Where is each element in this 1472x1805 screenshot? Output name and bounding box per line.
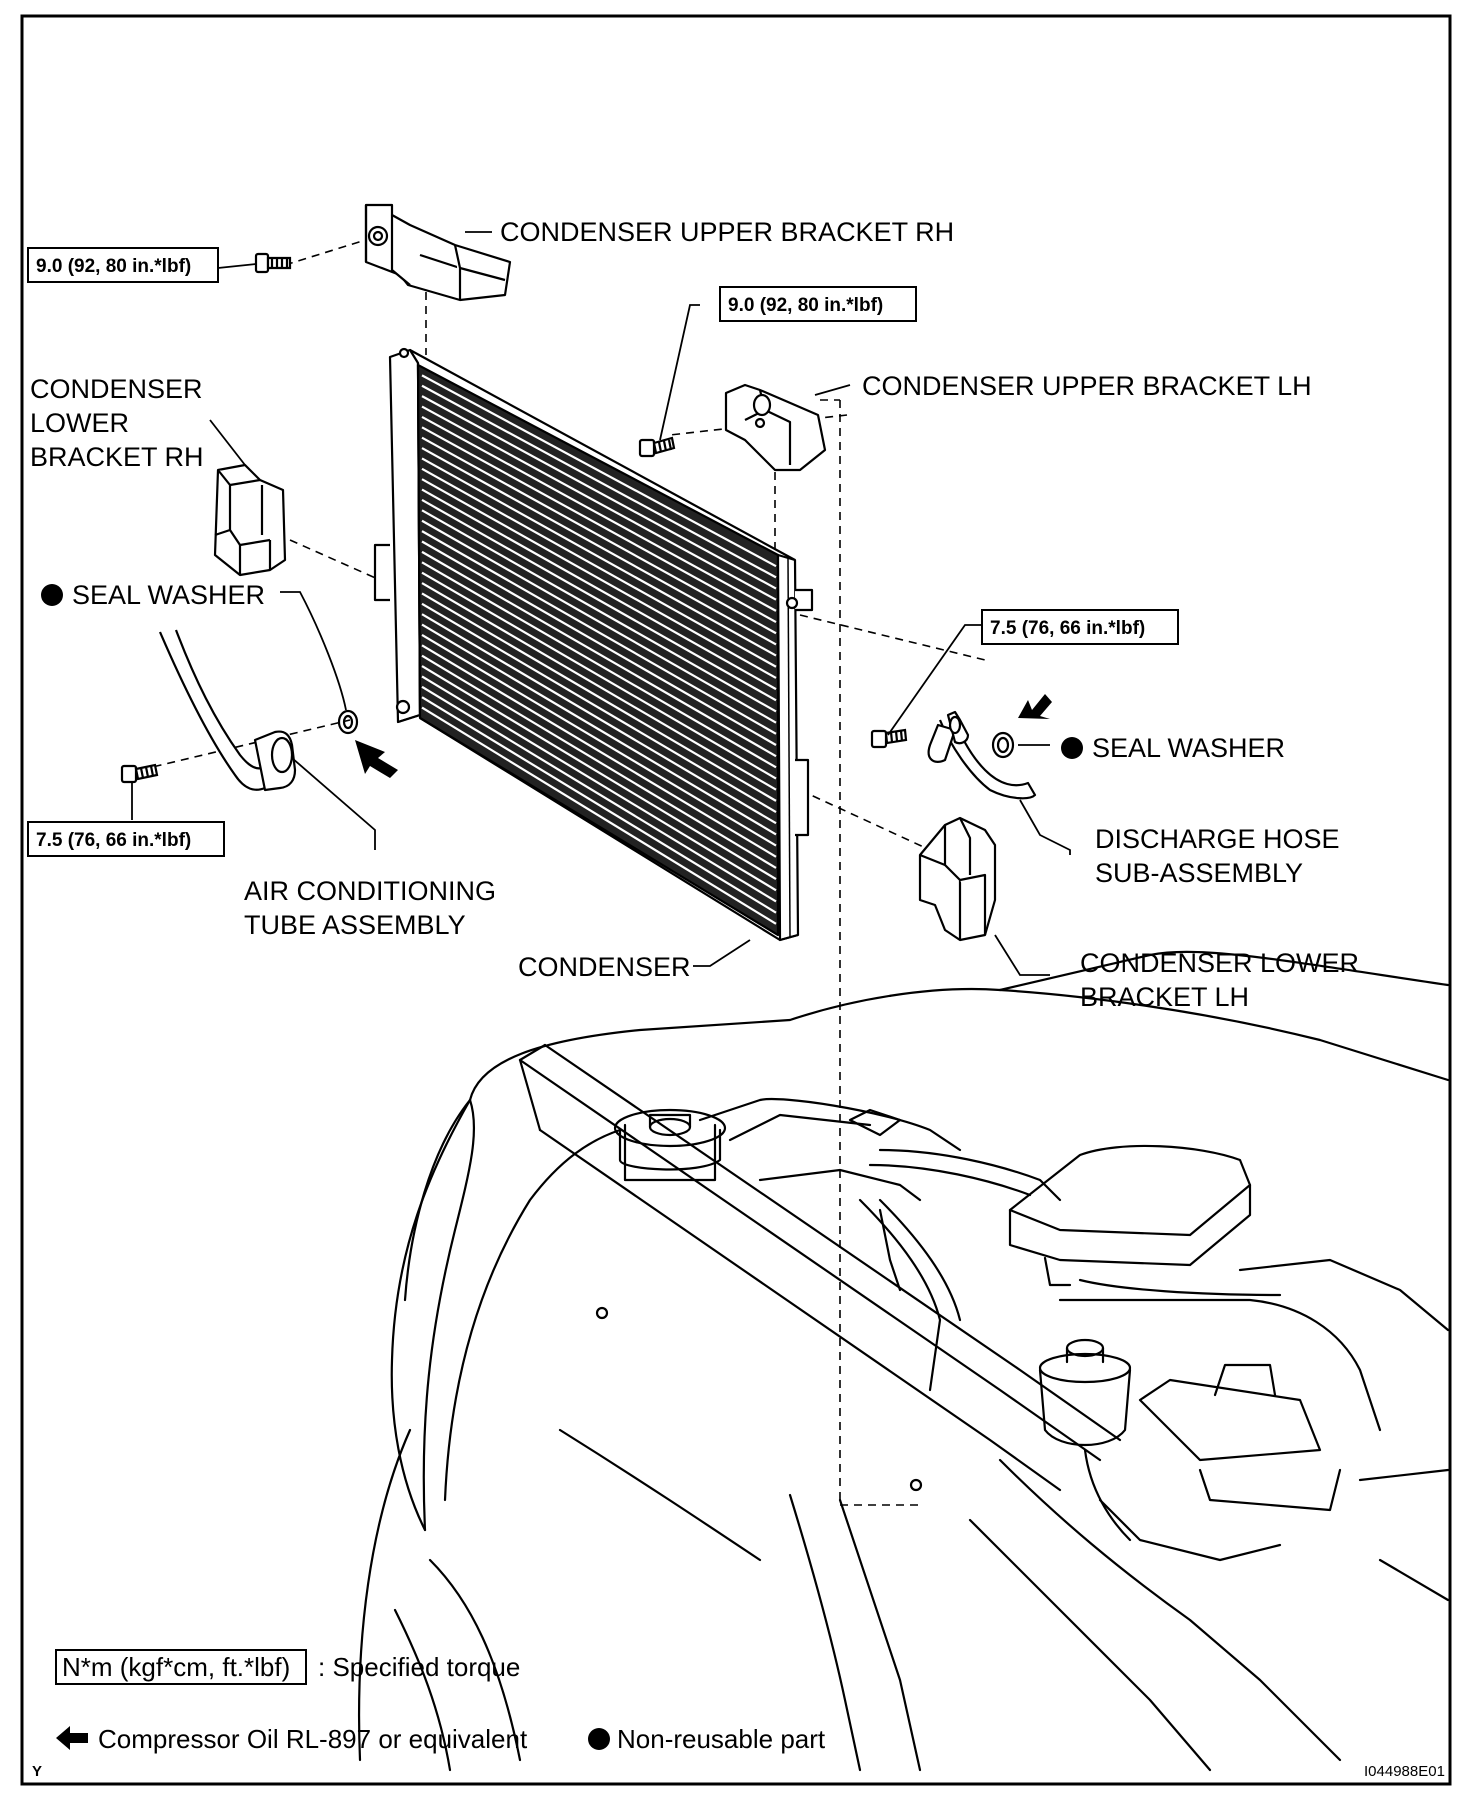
label-seal-washer-rh: SEAL WASHER xyxy=(72,580,265,610)
condenser-fin-line xyxy=(421,384,777,579)
label-line: SUB-ASSEMBLY xyxy=(1095,858,1303,888)
condenser-fin-line xyxy=(421,415,777,612)
condenser-fin-line xyxy=(421,561,777,769)
condenser-fin-line xyxy=(421,374,777,568)
condenser-fin-line xyxy=(421,509,777,713)
label-condenser: CONDENSER xyxy=(518,952,691,982)
label-upper-bracket-rh: CONDENSER UPPER BRACKET RH xyxy=(500,217,954,247)
condenser-fin-line xyxy=(421,519,777,724)
condenser-fin-line xyxy=(421,644,777,858)
condenser-fin-line xyxy=(421,571,777,780)
condenser-fin-line xyxy=(421,592,777,802)
condenser-fin-line xyxy=(421,665,777,881)
nonreusable-dot-icon xyxy=(1061,737,1083,759)
torque-spec-upper-lh: 9.0 (92, 80 in.*lbf) xyxy=(728,295,883,316)
nonreusable-dot-icon xyxy=(41,584,63,606)
condenser-fin-line xyxy=(421,582,777,791)
engine-bay-illustration xyxy=(357,950,1450,1772)
label-upper-bracket-lh: CONDENSER UPPER BRACKET LH xyxy=(862,371,1312,401)
discharge-hose xyxy=(927,710,1037,800)
label-line: BRACKET RH xyxy=(30,442,204,472)
lower-bracket-lh xyxy=(918,816,997,942)
condenser-fin-line xyxy=(421,405,777,601)
seal-washer-rh-part xyxy=(337,709,359,735)
condenser-fin-line xyxy=(421,467,777,668)
torque-box-upper-lh xyxy=(719,286,917,322)
legend-nonreusable-desc: Non-reusable part xyxy=(617,1724,826,1754)
label-line: BRACKET LH xyxy=(1080,982,1249,1012)
page-border xyxy=(20,14,1452,1786)
torque-spec-hose-lh: 7.5 (76, 66 in.*lbf) xyxy=(990,618,1145,639)
label-line: CONDENSER LOWER xyxy=(1080,948,1359,978)
torque-spec-upper-rh: 9.0 (92, 80 in.*lbf) xyxy=(36,256,191,277)
condenser-fin-line xyxy=(421,436,777,635)
condenser-fin-line xyxy=(421,488,777,691)
bolt-tube-rh xyxy=(120,763,159,784)
legend-torque-desc: : Specified torque xyxy=(318,1652,520,1682)
condenser-fin-line xyxy=(421,478,777,679)
condenser-fin-line xyxy=(421,426,777,624)
torque-box-upper-rh xyxy=(27,247,219,283)
seal-washer-lh-part xyxy=(991,731,1015,759)
condenser-fin-line xyxy=(421,706,777,925)
condenser-fin-line xyxy=(421,696,777,914)
label-lower-bracket-rh: CONDENSER LOWER BRACKET RH xyxy=(30,374,210,472)
condenser-fin-line xyxy=(421,457,777,657)
upper-bracket-rh xyxy=(364,203,512,302)
corner-mark: Y xyxy=(32,1763,42,1780)
condenser-fin-line xyxy=(421,623,777,836)
bolt-hose-lh xyxy=(870,728,908,749)
condenser-fin-line xyxy=(421,685,777,903)
torque-box-hose-lh xyxy=(981,609,1179,645)
label-discharge-hose: DISCHARGE HOSE SUB-ASSEMBLY xyxy=(1095,824,1347,888)
label-lower-bracket-lh: CONDENSER LOWER BRACKET LH xyxy=(1080,948,1367,1012)
label-seal-washer-lh: SEAL WASHER xyxy=(1092,733,1285,763)
legend-nonreusable-dot-icon xyxy=(588,1728,610,1750)
condenser-fin-line xyxy=(421,530,777,735)
legend-torque-box xyxy=(55,1649,307,1685)
air-conditioning-tube xyxy=(158,629,297,792)
label-line: TUBE ASSEMBLY xyxy=(244,910,466,940)
torque-spec-tube-rh: 7.5 (76, 66 in.*lbf) xyxy=(36,830,191,851)
condenser-fin-line xyxy=(421,633,777,847)
bolt-upper-lh xyxy=(638,436,676,458)
legend-oil-arrow-icon xyxy=(56,1726,88,1750)
condenser-fin-line xyxy=(421,675,777,892)
condenser-fin-line xyxy=(421,550,777,758)
condenser-fin-line xyxy=(421,602,777,814)
torque-box-tube-rh xyxy=(27,821,225,857)
condenser-fin-line xyxy=(421,499,777,702)
condenser-fins xyxy=(421,374,777,925)
label-line: DISCHARGE HOSE xyxy=(1095,824,1340,854)
lower-bracket-rh xyxy=(213,463,287,577)
assembly-guide-lines xyxy=(139,237,986,1506)
condenser-fin-line xyxy=(421,654,777,869)
upper-bracket-lh xyxy=(724,383,827,472)
bolt-upper-rh xyxy=(254,252,292,274)
label-line: LOWER xyxy=(30,408,129,438)
condenser-fin-line xyxy=(421,540,777,746)
leader-lines xyxy=(131,231,1071,976)
condenser-fin-line xyxy=(421,395,777,590)
condenser-fin-line xyxy=(421,613,777,825)
legend-oil-desc: Compressor Oil RL-897 or equivalent xyxy=(98,1724,528,1754)
oil-arrow-icon xyxy=(355,740,398,778)
figure-id: I044988E01 xyxy=(1364,1763,1445,1780)
label-line: CONDENSER xyxy=(30,374,203,404)
label-air-conditioning-tube: AIR CONDITIONING TUBE ASSEMBLY xyxy=(244,876,504,940)
label-line: AIR CONDITIONING xyxy=(244,876,496,906)
legend-torque-units: N*m (kgf*cm, ft.*lbf) xyxy=(62,1652,290,1682)
condenser-fin-line xyxy=(421,447,777,646)
oil-arrow-icon xyxy=(1018,694,1052,719)
